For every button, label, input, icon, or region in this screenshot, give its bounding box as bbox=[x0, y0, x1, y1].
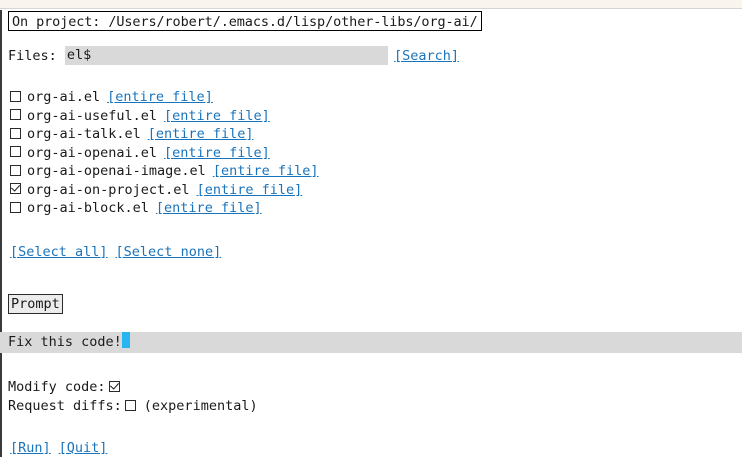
list-item[interactable]: org-ai-useful.el [entire file] bbox=[10, 107, 318, 126]
modify-code-checkbox[interactable] bbox=[108, 380, 120, 392]
file-name: org-ai.el bbox=[27, 89, 101, 105]
file-name: org-ai-openai.el bbox=[27, 144, 158, 161]
list-item[interactable]: org-ai.el [entire file] bbox=[10, 88, 318, 107]
window-left-fringe bbox=[0, 10, 2, 457]
entire-file-link[interactable]: [entire file] bbox=[147, 126, 254, 142]
run-button[interactable]: [Run] bbox=[10, 440, 51, 456]
entire-file-link[interactable]: [entire file] bbox=[107, 89, 213, 105]
options-group: Modify code: Request diffs: (experimental… bbox=[8, 378, 258, 416]
file-name: org-ai-openai-image.el bbox=[27, 163, 206, 179]
list-item[interactable]: org-ai-block.el [entire file] bbox=[10, 199, 318, 218]
file-checkbox[interactable] bbox=[10, 127, 21, 139]
text-caret bbox=[121, 332, 130, 348]
file-list: org-ai.el [entire file] org-ai-useful.el [… bbox=[10, 88, 318, 218]
file-checkbox[interactable] bbox=[10, 164, 21, 176]
quit-button[interactable]: [Quit] bbox=[58, 440, 108, 456]
file-name: org-ai-block.el bbox=[27, 200, 149, 216]
select-none-button[interactable]: [Select none] bbox=[115, 244, 222, 260]
prompt-input[interactable]: Fix this code! bbox=[0, 332, 742, 353]
file-checkbox[interactable] bbox=[10, 201, 21, 213]
prompt-heading: Prompt bbox=[8, 294, 63, 314]
file-name: org-ai-on-project.el bbox=[27, 181, 190, 198]
list-item[interactable]: org-ai-talk.el [entire file] bbox=[10, 125, 318, 144]
entire-file-link[interactable]: [entire file] bbox=[196, 181, 303, 198]
request-diffs-checkbox[interactable] bbox=[124, 399, 136, 411]
selection-actions: [Select all] [Select none] bbox=[10, 242, 221, 262]
entire-file-link[interactable]: [entire file] bbox=[164, 144, 270, 161]
request-diffs-note: (experimental) bbox=[143, 398, 258, 414]
list-item[interactable]: org-ai-openai.el [entire file] bbox=[10, 144, 318, 163]
file-checkbox[interactable] bbox=[10, 146, 21, 157]
modify-code-label: Modify code: bbox=[8, 379, 106, 395]
prompt-input-value: Fix this code! bbox=[8, 334, 122, 350]
buffer-canvas: On project: /Users/robert/.emacs.d/lisp/… bbox=[0, 10, 742, 457]
entire-file-link[interactable]: [entire file] bbox=[212, 163, 319, 179]
entire-file-link[interactable]: [entire file] bbox=[155, 200, 262, 216]
request-diffs-row[interactable]: Request diffs: (experimental) bbox=[8, 397, 258, 416]
file-checkbox[interactable] bbox=[10, 90, 21, 102]
file-name: org-ai-useful.el bbox=[27, 107, 158, 124]
request-diffs-label: Request diffs: bbox=[8, 398, 122, 414]
file-checkbox[interactable] bbox=[10, 183, 21, 194]
search-button[interactable]: [Search] bbox=[394, 48, 460, 64]
modify-code-row[interactable]: Modify code: bbox=[8, 378, 258, 397]
files-label: Files: bbox=[8, 48, 57, 64]
entire-file-link[interactable]: [entire file] bbox=[164, 107, 270, 124]
footer-actions: [Run] [Quit] bbox=[10, 438, 107, 458]
files-search-row: Files: el$ bbox=[8, 46, 388, 66]
file-name: org-ai-talk.el bbox=[27, 126, 141, 142]
project-path-header: On project: /Users/robert/.emacs.d/lisp/… bbox=[8, 11, 482, 31]
select-all-button[interactable]: [Select all] bbox=[10, 244, 108, 260]
files-search-input[interactable]: el$ bbox=[64, 46, 388, 65]
list-item[interactable]: org-ai-on-project.el [entire file] bbox=[10, 181, 318, 200]
list-item[interactable]: org-ai-openai-image.el [entire file] bbox=[10, 162, 318, 181]
file-checkbox[interactable] bbox=[10, 109, 21, 120]
window-top-strip bbox=[0, 0, 742, 9]
